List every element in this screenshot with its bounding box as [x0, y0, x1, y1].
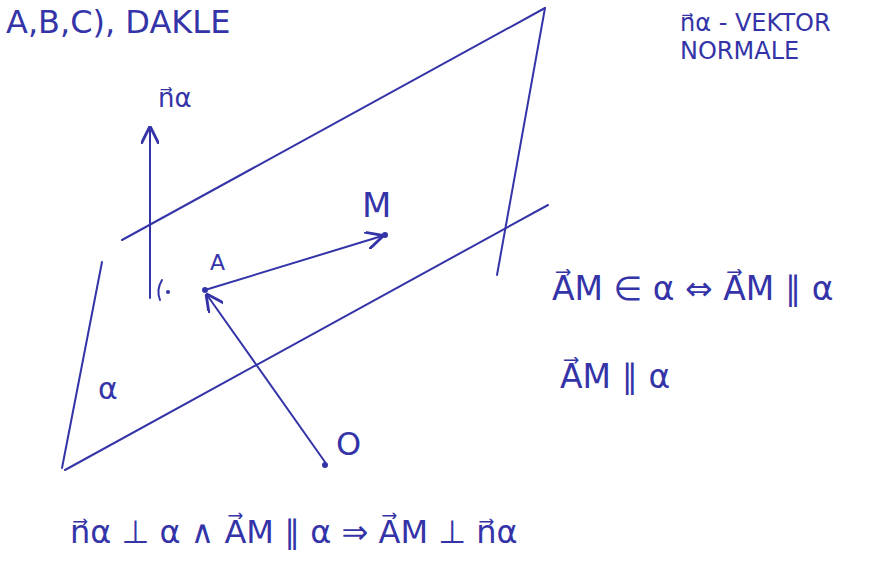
point-label: M: [362, 186, 391, 225]
vector-oa: [207, 295, 325, 462]
normal-vector-note: n⃗α - VEKTOR NORMALE: [680, 10, 870, 65]
vector-am: [205, 236, 382, 290]
normal-vector: [149, 128, 151, 298]
plane-edge: [122, 8, 545, 240]
point-label: O: [336, 426, 361, 463]
point-m: [382, 232, 388, 238]
heading-fragment: A,B,C), DAKLE: [6, 4, 230, 41]
parallel-note: A⃗M ∥ α: [560, 358, 670, 396]
plane-edge: [62, 262, 102, 468]
point-o: [322, 462, 328, 468]
right-angle-mark: [158, 280, 162, 300]
plane-label: α: [98, 372, 118, 407]
point-a: [202, 287, 208, 293]
right-angle-dot: [166, 290, 170, 294]
plane-edge: [65, 205, 548, 470]
vector-label: n⃗α: [158, 84, 192, 114]
plane-edge: [497, 8, 545, 275]
point-label: A: [210, 250, 225, 275]
conclusion-note: n⃗α ⊥ α ∧ A⃗M ∥ α ⇒ A⃗M ⊥ n⃗α: [70, 514, 518, 551]
equivalence-note: A⃗M ∈ α ⇔ A⃗M ∥ α: [552, 270, 833, 308]
